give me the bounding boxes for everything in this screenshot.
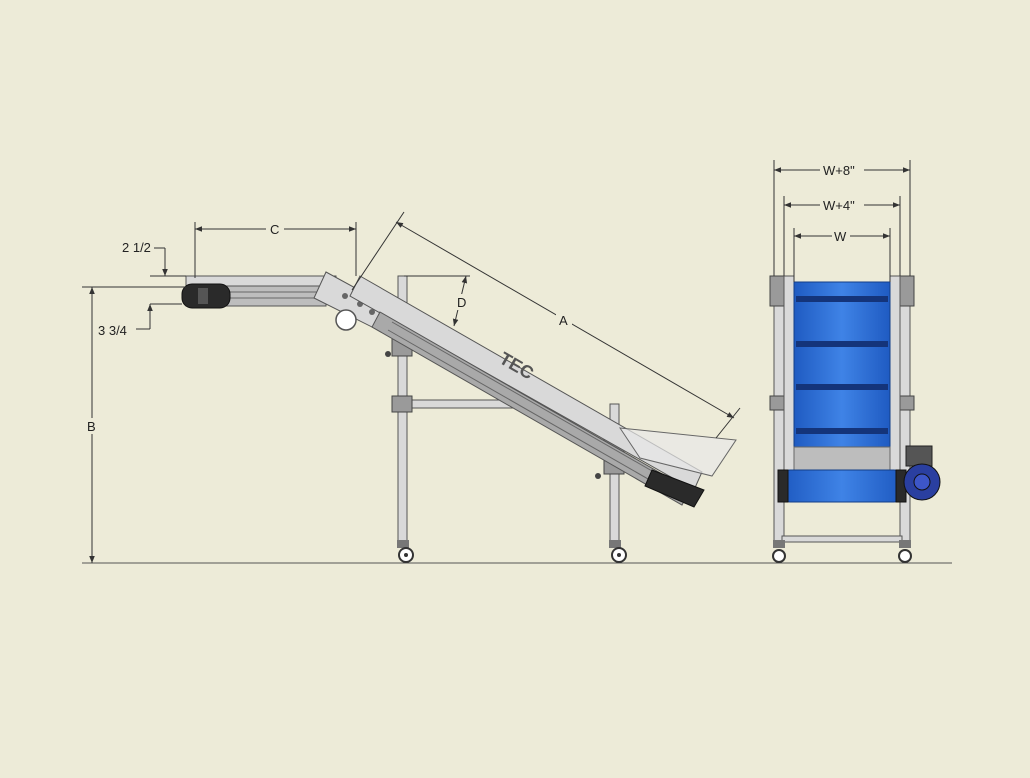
end-cross-bar: [781, 535, 903, 543]
dimension-c-label: C: [270, 222, 279, 237]
dimension-top-offset-label: 2 1/2: [122, 240, 151, 255]
adjust-knob: [385, 351, 391, 357]
caster-rear: [609, 540, 627, 563]
dimension-d-label: D: [457, 295, 466, 310]
dimension-b-label: B: [87, 419, 96, 434]
leg-clamp-mid: [391, 395, 413, 413]
bend-roller: [335, 309, 357, 331]
dimension-a-label: A: [559, 313, 568, 328]
belt-cleat: [796, 341, 888, 347]
end-view: [769, 275, 941, 563]
end-view-dimensions: W+8" W+4" W: [773, 160, 911, 282]
drive-motor: [903, 445, 941, 501]
side-view: TEC: [181, 271, 737, 563]
end-view-pulley: [783, 469, 901, 503]
tail-pulley-guard: [644, 469, 705, 508]
dimension-w-label: W: [834, 229, 847, 244]
belt-cleat: [796, 428, 888, 434]
side-view-dimensions: C 2 1/2 3 3/4 B A D: [82, 211, 741, 563]
end-view-belt: [793, 281, 891, 448]
hopper: [618, 427, 737, 477]
end-caster-left: [772, 540, 786, 563]
end-frame-right: [899, 275, 911, 547]
end-caster-right: [898, 540, 912, 563]
end-frame-left: [773, 275, 785, 547]
belt-cleat: [796, 384, 888, 390]
dimension-bottom-offset-label: 3 3/4: [98, 323, 127, 338]
belt-cleat: [796, 296, 888, 302]
adjust-knob: [595, 473, 601, 479]
dimension-w-plus-8-label: W+8": [823, 163, 855, 178]
dimension-w-plus-4-label: W+4": [823, 198, 855, 213]
caster-front: [397, 540, 414, 563]
